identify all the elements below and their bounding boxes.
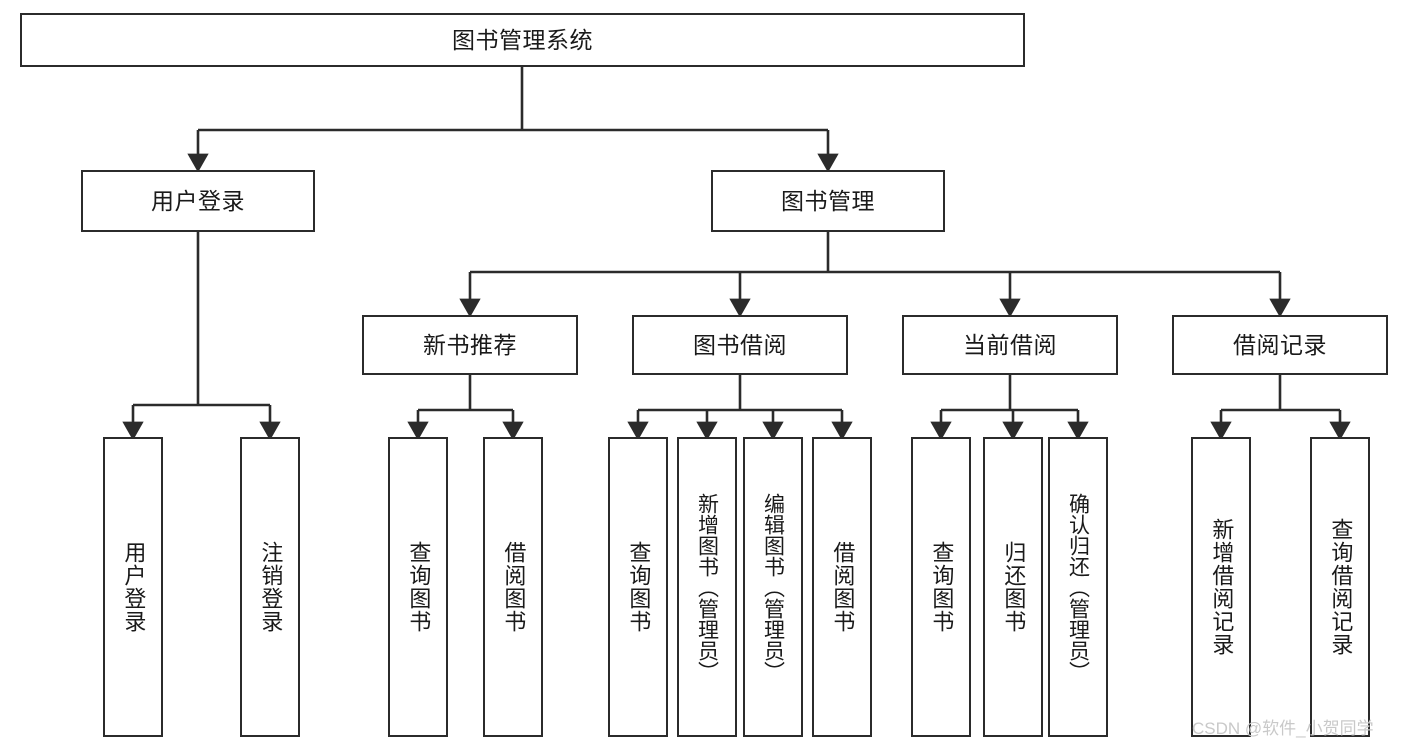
leaf-node[interactable]: 查询图书	[608, 437, 668, 737]
node-borrow-records[interactable]: 借阅记录	[1172, 315, 1388, 375]
leaf-label: 注销登录	[258, 541, 284, 633]
node-label-current-borrow: 当前借阅	[963, 331, 1057, 358]
leaf-label: 用户登录	[121, 541, 147, 633]
edges-current-borrow-to-leaves	[930, 375, 1089, 441]
leaf-node[interactable]: 借阅图书	[483, 437, 543, 737]
edges-records-to-leaves	[1210, 375, 1351, 441]
node-label-book-borrow: 图书借阅	[693, 331, 787, 358]
leaf-node[interactable]: 查询借阅记录	[1310, 437, 1370, 737]
leaf-label: 新增借阅记录	[1209, 518, 1235, 656]
leaf-label: 查询借阅记录	[1328, 518, 1354, 656]
leaf-label: 编辑图书（管理员）	[761, 492, 785, 682]
leaf-node[interactable]: 新增图书（管理员）	[677, 437, 737, 737]
node-user-login[interactable]: 用户登录	[81, 170, 315, 232]
node-label-user-login: 用户登录	[151, 187, 245, 214]
leaf-label: 归还图书	[1001, 541, 1027, 633]
node-book-borrow[interactable]: 图书借阅	[632, 315, 848, 375]
leaf-node[interactable]: 归还图书	[983, 437, 1043, 737]
leaf-label: 确认归还（管理员）	[1066, 492, 1090, 682]
leaf-label: 借阅图书	[501, 541, 527, 633]
leaf-label: 查询图书	[929, 541, 955, 633]
leaf-node[interactable]: 借阅图书	[812, 437, 872, 737]
leaf-label: 查询图书	[626, 541, 652, 633]
leaf-node[interactable]: 新增借阅记录	[1191, 437, 1251, 737]
leaf-label: 查询图书	[406, 541, 432, 633]
leaf-node[interactable]: 注销登录	[240, 437, 300, 737]
node-new-book-recommend[interactable]: 新书推荐	[362, 315, 578, 375]
node-label-borrow-records: 借阅记录	[1233, 331, 1327, 358]
leaf-label: 借阅图书	[830, 541, 856, 633]
node-current-borrow[interactable]: 当前借阅	[902, 315, 1118, 375]
leaf-label: 新增图书（管理员）	[695, 492, 719, 682]
leaf-node[interactable]: 确认归还（管理员）	[1048, 437, 1108, 737]
node-root-system[interactable]: 图书管理系统	[20, 13, 1025, 67]
edges-new-books-to-leaves	[407, 375, 524, 441]
node-label-root: 图书管理系统	[452, 26, 593, 53]
leaf-node[interactable]: 编辑图书（管理员）	[743, 437, 803, 737]
edges-user-login-to-leaves	[122, 232, 281, 441]
edges-root-to-level2	[187, 67, 839, 173]
node-label-new-book-recommend: 新书推荐	[423, 331, 517, 358]
leaf-node[interactable]: 查询图书	[911, 437, 971, 737]
leaf-node[interactable]: 查询图书	[388, 437, 448, 737]
watermark-text: CSDN @软件_小贺同学	[1192, 719, 1374, 738]
edges-borrow-to-leaves	[627, 375, 853, 441]
edges-book-mgmt-to-level3	[459, 232, 1291, 318]
leaf-node[interactable]: 用户登录	[103, 437, 163, 737]
node-book-management[interactable]: 图书管理	[711, 170, 945, 232]
node-label-book-management: 图书管理	[781, 187, 875, 214]
